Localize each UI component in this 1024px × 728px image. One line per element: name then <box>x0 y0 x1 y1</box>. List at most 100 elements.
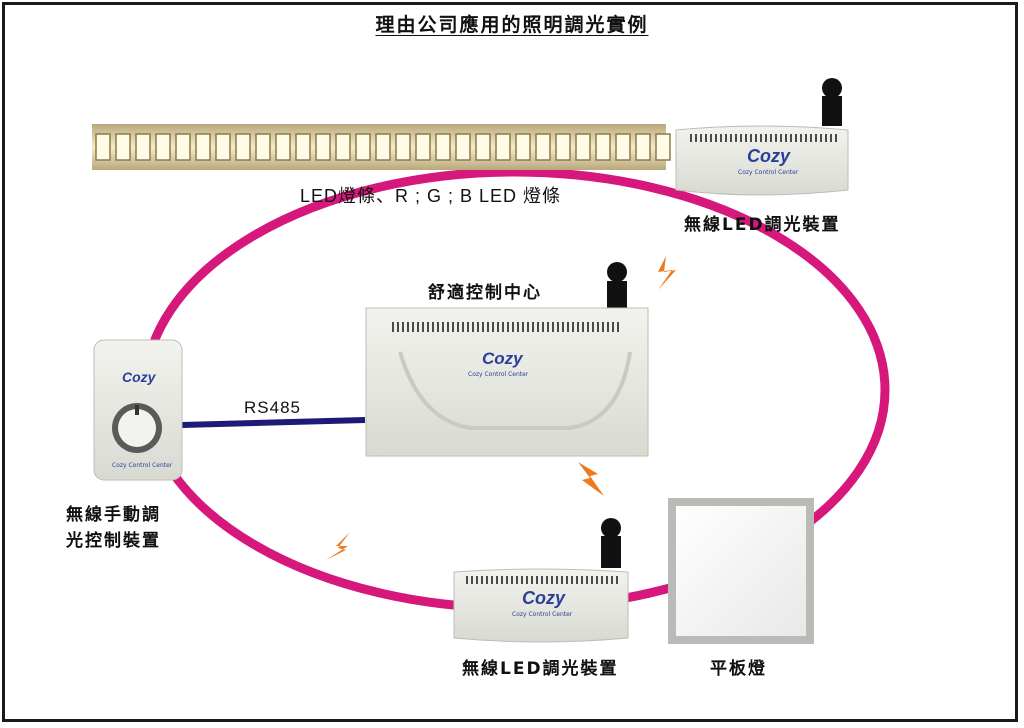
vent-slot <box>496 576 498 584</box>
vent-slot <box>502 322 504 332</box>
led-chip <box>255 133 271 161</box>
vent-slot <box>481 576 483 584</box>
vent-slot <box>501 576 503 584</box>
vent-slot <box>462 322 464 332</box>
manual-dimmer-device: Cozy Cozy Control Center <box>93 339 183 481</box>
vent-slot <box>517 322 519 332</box>
brand-caption-bottom: Cozy Control Center <box>512 611 573 618</box>
vent-slot <box>397 322 399 332</box>
vent-slot <box>536 576 538 584</box>
label-comfort-control-center: 舒適控制中心 <box>428 283 542 303</box>
vent-slot <box>442 322 444 332</box>
vent-slot <box>512 322 514 332</box>
brand-caption-dimmer: Cozy Control Center <box>112 462 173 469</box>
vent-slot <box>471 576 473 584</box>
vent-slot <box>740 134 742 142</box>
vent-slot <box>427 322 429 332</box>
led-chip <box>95 133 111 161</box>
led-chip <box>555 133 571 161</box>
vent-slot <box>457 322 459 332</box>
vent-slot <box>815 134 817 142</box>
vent-slot <box>547 322 549 332</box>
vent-slot <box>745 134 747 142</box>
led-chip <box>415 133 431 161</box>
led-chip <box>375 133 391 161</box>
vent-slot <box>521 576 523 584</box>
led-chip <box>495 133 511 161</box>
diagram-title: 理由公司應用的照明調光實例 <box>375 14 649 36</box>
vent-slot <box>611 576 613 584</box>
vent-slot <box>477 322 479 332</box>
vent-slot <box>581 576 583 584</box>
vent-slot <box>577 322 579 332</box>
lightning-icon-left <box>326 532 350 560</box>
led-chip <box>215 133 231 161</box>
vent-slot <box>392 322 394 332</box>
vent-slot <box>551 576 553 584</box>
brand-logo-dimmer: Cozy <box>122 369 157 385</box>
vent-slot <box>785 134 787 142</box>
vent-slot <box>422 322 424 332</box>
lightning-icon-top <box>658 256 676 290</box>
vent-slot <box>597 322 599 332</box>
vent-slot <box>720 134 722 142</box>
vent-slot <box>466 576 468 584</box>
led-chip <box>595 133 611 161</box>
label-manual-dimmer-line2: 光控制裝置 <box>66 531 161 551</box>
led-chip <box>535 133 551 161</box>
vent-slot <box>482 322 484 332</box>
vent-slot <box>472 322 474 332</box>
panel-light <box>668 498 814 644</box>
vent-slot <box>710 134 712 142</box>
vent-slot <box>606 576 608 584</box>
vent-slot <box>755 134 757 142</box>
led-chip <box>435 133 451 161</box>
vent-slot <box>417 322 419 332</box>
vent-slot <box>527 322 529 332</box>
vent-slot <box>765 134 767 142</box>
led-chip <box>275 133 291 161</box>
brand-logo-bottom: Cozy <box>522 588 566 608</box>
vent-slot <box>402 322 404 332</box>
vent-slot <box>715 134 717 142</box>
wireless-led-dimmer-bottom: Cozy Cozy Control Center <box>453 518 629 643</box>
led-chip <box>635 133 651 161</box>
label-manual-dimmer-line1: 無線手動調 <box>66 505 161 525</box>
led-chip <box>615 133 631 161</box>
brand-logo-top: Cozy <box>747 146 791 166</box>
vent-slot <box>562 322 564 332</box>
vent-slot <box>810 134 812 142</box>
vent-slot <box>511 576 513 584</box>
vent-slot <box>566 576 568 584</box>
vent-slot <box>775 134 777 142</box>
led-chip <box>235 133 251 161</box>
vent-slot <box>576 576 578 584</box>
led-chip <box>515 133 531 161</box>
led-chip <box>455 133 471 161</box>
vent-slot <box>412 322 414 332</box>
vent-slot <box>805 134 807 142</box>
vent-slot <box>825 134 827 142</box>
vent-slot <box>612 322 614 332</box>
led-strip <box>92 124 671 170</box>
vent-slot <box>432 322 434 332</box>
vent-slot <box>572 322 574 332</box>
vent-slot <box>586 576 588 584</box>
vent-slot <box>437 322 439 332</box>
vent-slot <box>830 134 832 142</box>
vent-slot <box>596 576 598 584</box>
brand-logo-center: Cozy <box>482 349 524 368</box>
vent-slot <box>467 322 469 332</box>
vent-slot <box>705 134 707 142</box>
vent-slot <box>516 576 518 584</box>
vent-slot <box>567 322 569 332</box>
vent-slot <box>561 576 563 584</box>
led-chip <box>315 133 331 161</box>
led-chip <box>395 133 411 161</box>
wireless-led-dimmer-top: Cozy Cozy Control Center <box>675 78 849 196</box>
lightning-icon-center <box>578 462 604 496</box>
led-chip <box>195 133 211 161</box>
vent-slot <box>700 134 702 142</box>
vent-slot <box>526 576 528 584</box>
